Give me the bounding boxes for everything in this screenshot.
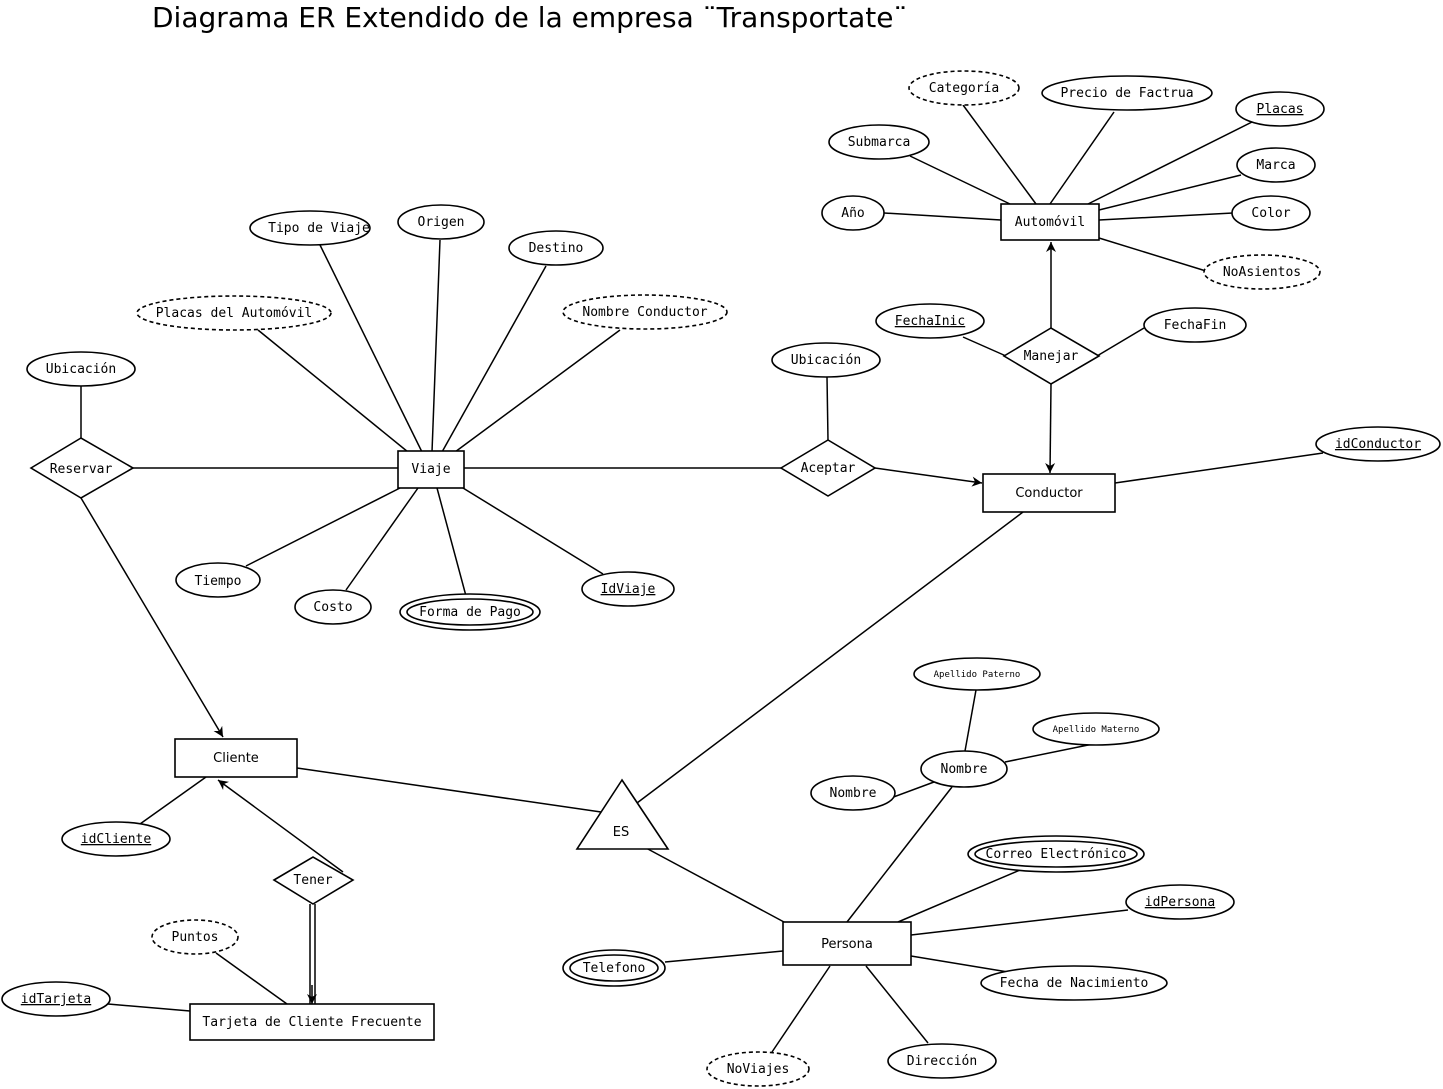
attr-tiempo: Tiempo xyxy=(175,562,261,598)
attr-marca: Marca xyxy=(1236,147,1316,183)
attr-ubicacion-aceptar: Ubicación xyxy=(771,342,881,378)
attr-nombre-compuesto: Nombre xyxy=(920,750,1008,788)
attr-idconductor: idConductor xyxy=(1315,426,1441,462)
svg-text:Placas del Automóvil: Placas del Automóvil xyxy=(156,306,313,321)
svg-text:Nombre: Nombre xyxy=(941,762,988,777)
relationship-reservar[interactable]: Reservar xyxy=(29,437,135,499)
svg-text:Forma de Pago: Forma de Pago xyxy=(419,605,521,620)
attr-telefono: Telefono xyxy=(562,949,666,987)
relationship-es-triangle[interactable]: ES xyxy=(575,778,670,850)
attr-placas-del-automovil: Placas del Automóvil xyxy=(136,295,332,331)
svg-text:Dirección: Dirección xyxy=(907,1054,977,1069)
attr-noasientos: NoAsientos xyxy=(1203,254,1321,290)
svg-text:Fecha de Nacimiento: Fecha de Nacimiento xyxy=(1000,976,1149,991)
relationship-tener[interactable]: Tener xyxy=(272,856,355,905)
entity-conductor[interactable]: Conductor xyxy=(982,473,1116,513)
attr-idviaje: IdViaje xyxy=(581,571,675,607)
attr-submarca: Submarca xyxy=(828,124,930,160)
svg-text:Costo: Costo xyxy=(313,600,352,615)
attr-fecha-de-nacimiento: Fecha de Nacimiento xyxy=(980,965,1168,1001)
attr-tipo-de-viaje: Tipo de Viaje xyxy=(249,210,371,246)
svg-text:Ubicación: Ubicación xyxy=(46,362,116,377)
relationship-reservar-label: Reservar xyxy=(50,462,113,477)
attr-idtarjeta: idTarjeta xyxy=(1,981,111,1017)
svg-text:idConductor: idConductor xyxy=(1335,437,1421,452)
entity-automovil[interactable]: Automóvil xyxy=(1000,203,1100,241)
attr-apellido-materno: Apellido Materno xyxy=(1032,712,1160,746)
svg-text:Submarca: Submarca xyxy=(848,135,911,150)
svg-text:Apellido Materno: Apellido Materno xyxy=(1053,725,1140,735)
entity-viaje[interactable]: Viaje xyxy=(397,450,465,489)
svg-text:NoAsientos: NoAsientos xyxy=(1223,265,1301,280)
entity-conductor-label: Conductor xyxy=(1015,486,1083,501)
svg-text:idTarjeta: idTarjeta xyxy=(21,992,91,1007)
attr-origen: Origen xyxy=(397,204,485,240)
svg-text:FechaFin: FechaFin xyxy=(1164,318,1227,333)
attr-forma-de-pago: Forma de Pago xyxy=(399,593,541,631)
svg-text:Tipo de Viaje: Tipo de Viaje xyxy=(268,221,370,236)
entity-persona-label: Persona xyxy=(821,937,873,952)
attr-idcliente: idCliente xyxy=(61,821,171,857)
svg-text:idCliente: idCliente xyxy=(81,832,152,847)
attr-placas: Placas xyxy=(1235,91,1325,127)
svg-text:Puntos: Puntos xyxy=(172,930,219,945)
svg-text:Color: Color xyxy=(1251,206,1290,221)
svg-text:Marca: Marca xyxy=(1256,158,1295,173)
attr-direccion: Dirección xyxy=(887,1043,997,1079)
entity-persona[interactable]: Persona xyxy=(782,921,912,966)
attr-color: Color xyxy=(1231,195,1311,231)
attr-ubicacion-reservar: Ubicación xyxy=(26,351,136,387)
relationship-es-label: ES xyxy=(613,825,629,840)
svg-text:Correo Electrónico: Correo Electrónico xyxy=(986,847,1127,862)
connector-lines xyxy=(80,104,1324,1053)
relationship-manejar[interactable]: Manejar xyxy=(1002,327,1101,385)
svg-text:Destino: Destino xyxy=(529,241,584,256)
entity-automovil-label: Automóvil xyxy=(1015,215,1085,230)
svg-text:Telefono: Telefono xyxy=(583,961,646,976)
svg-text:Año: Año xyxy=(841,206,864,221)
attr-apellido-paterno: Apellido Paterno xyxy=(913,657,1041,691)
entity-cliente[interactable]: Cliente xyxy=(174,738,298,778)
attr-noviajes: NoViajes xyxy=(706,1051,810,1087)
attr-destino: Destino xyxy=(508,230,604,266)
attr-idpersona: idPersona xyxy=(1125,884,1235,920)
diagram-title: Diagrama ER Extendido de la empresa ¨Tra… xyxy=(152,1,907,34)
svg-text:Precio de Factrua: Precio de Factrua xyxy=(1060,86,1193,101)
attr-fechafin: FechaFin xyxy=(1143,307,1247,343)
entity-viaje-label: Viaje xyxy=(411,462,450,477)
entity-cliente-label: Cliente xyxy=(213,751,259,766)
svg-text:FechaInic: FechaInic xyxy=(895,314,965,329)
attr-correo-electronico: Correo Electrónico xyxy=(967,835,1145,873)
attr-anio: Año xyxy=(821,195,885,231)
relationship-manejar-label: Manejar xyxy=(1024,349,1079,364)
svg-text:Apellido Paterno: Apellido Paterno xyxy=(934,670,1021,680)
relationship-tener-label: Tener xyxy=(293,873,332,888)
relationship-aceptar-label: Aceptar xyxy=(801,461,856,476)
entity-tarjeta-label: Tarjeta de Cliente Frecuente xyxy=(202,1015,421,1030)
svg-text:Placas: Placas xyxy=(1257,102,1304,117)
svg-text:IdViaje: IdViaje xyxy=(601,582,656,597)
svg-text:Nombre Conductor: Nombre Conductor xyxy=(582,305,707,320)
relationship-aceptar[interactable]: Aceptar xyxy=(779,439,877,497)
attr-nombre-conductor: Nombre Conductor xyxy=(562,294,728,330)
svg-text:Categoría: Categoría xyxy=(929,81,999,96)
svg-text:Ubicación: Ubicación xyxy=(791,353,861,368)
attr-precio-de-factura: Precio de Factrua xyxy=(1041,75,1213,111)
svg-text:Nombre: Nombre xyxy=(830,786,877,801)
svg-text:Origen: Origen xyxy=(418,215,465,230)
attr-fechainic: FechaInic xyxy=(875,303,985,339)
entity-tarjeta[interactable]: Tarjeta de Cliente Frecuente xyxy=(189,1003,435,1041)
svg-text:Tiempo: Tiempo xyxy=(195,574,242,589)
attr-categoria: Categoría xyxy=(908,70,1020,106)
attr-costo: Costo xyxy=(294,589,372,625)
attr-nombre: Nombre xyxy=(810,775,896,811)
attr-puntos: Puntos xyxy=(151,919,239,955)
svg-text:idPersona: idPersona xyxy=(1145,895,1215,910)
svg-text:NoViajes: NoViajes xyxy=(727,1062,790,1077)
